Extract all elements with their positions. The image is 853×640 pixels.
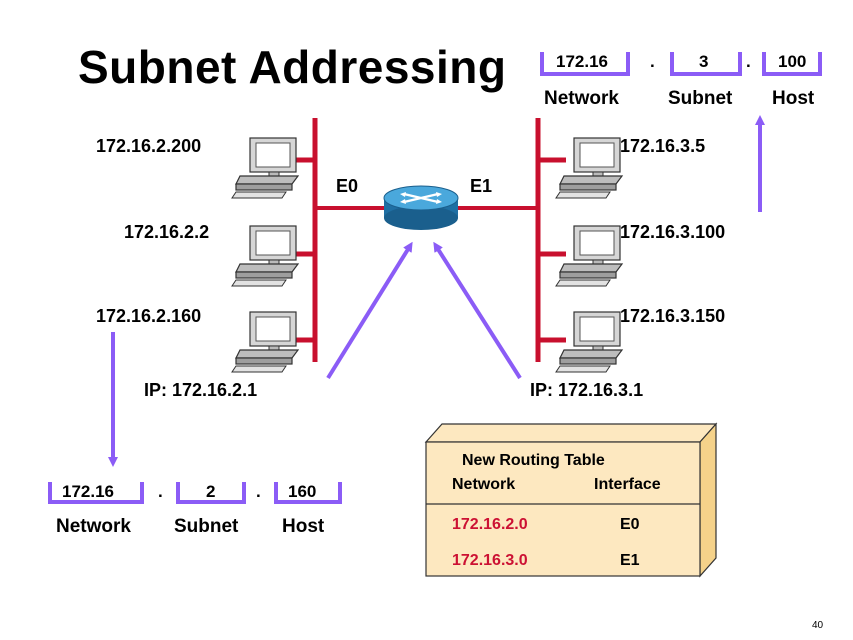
host-ip-label: 172.16.2.200 — [96, 136, 202, 156]
host-ip-label: 172.16.3.5 — [620, 136, 706, 156]
routing-table-interface-cell: E1 — [620, 552, 640, 569]
top-host-part: 100 — [778, 52, 807, 71]
routing-table-network-header: Network — [452, 476, 516, 493]
top-dot: . — [746, 52, 751, 71]
bottom-host-caption: Host — [282, 516, 325, 537]
top-network-part: 172.16 — [556, 52, 608, 71]
host-computer-icon — [231, 311, 299, 373]
host-ip-label: 172.16.3.150 — [620, 306, 726, 326]
top-address-brackets — [540, 52, 822, 76]
host-computer-icon — [555, 137, 623, 199]
host-ip-label: 172.16.2.160 — [96, 306, 202, 326]
e0-ip-address: IP: 172.16.2.1 — [144, 380, 258, 400]
e1-ip-address: IP: 172.16.3.1 — [530, 380, 644, 400]
routing-table-interface-header: Interface — [594, 476, 661, 493]
router-icon — [383, 185, 459, 230]
bottom-subnet-caption: Subnet — [174, 516, 239, 537]
routing-table-title: New Routing Table — [462, 452, 605, 469]
top-dot: . — [650, 52, 655, 71]
bottom-network-caption: Network — [56, 516, 131, 537]
host-ip-label: 172.16.2.2 — [124, 222, 210, 242]
e1-ip-arrow — [433, 241, 522, 380]
bottom-subnet-part: 2 — [206, 482, 216, 501]
top-host-caption: Host — [772, 88, 815, 109]
top-subnet-part: 3 — [699, 52, 709, 71]
e1-label: E1 — [470, 176, 493, 196]
routing-table-network-cell: 172.16.2.0 — [452, 516, 528, 533]
routing-table-interface-cell: E0 — [620, 516, 640, 533]
right-segment — [535, 118, 566, 362]
host-computer-icon — [231, 137, 299, 199]
top-network-caption: Network — [544, 88, 619, 109]
bottom-dot: . — [256, 482, 261, 501]
host-computer-icon — [231, 225, 299, 287]
routing-table-network-cell: 172.16.3.0 — [452, 552, 528, 569]
e0-label: E0 — [336, 176, 359, 196]
page-title: Subnet Addressing — [78, 41, 507, 93]
top-subnet-caption: Subnet — [668, 88, 733, 109]
bottom-network-part: 172.16 — [62, 482, 114, 501]
bottom-host-part: 160 — [288, 482, 317, 501]
bottom-dot: . — [158, 482, 163, 501]
e0-ip-arrow — [326, 241, 413, 380]
host-ip-label: 172.16.3.100 — [620, 222, 726, 242]
bottom-address-brackets — [48, 482, 342, 504]
routing-table-box — [424, 422, 718, 578]
page-number: 40 — [812, 620, 824, 631]
